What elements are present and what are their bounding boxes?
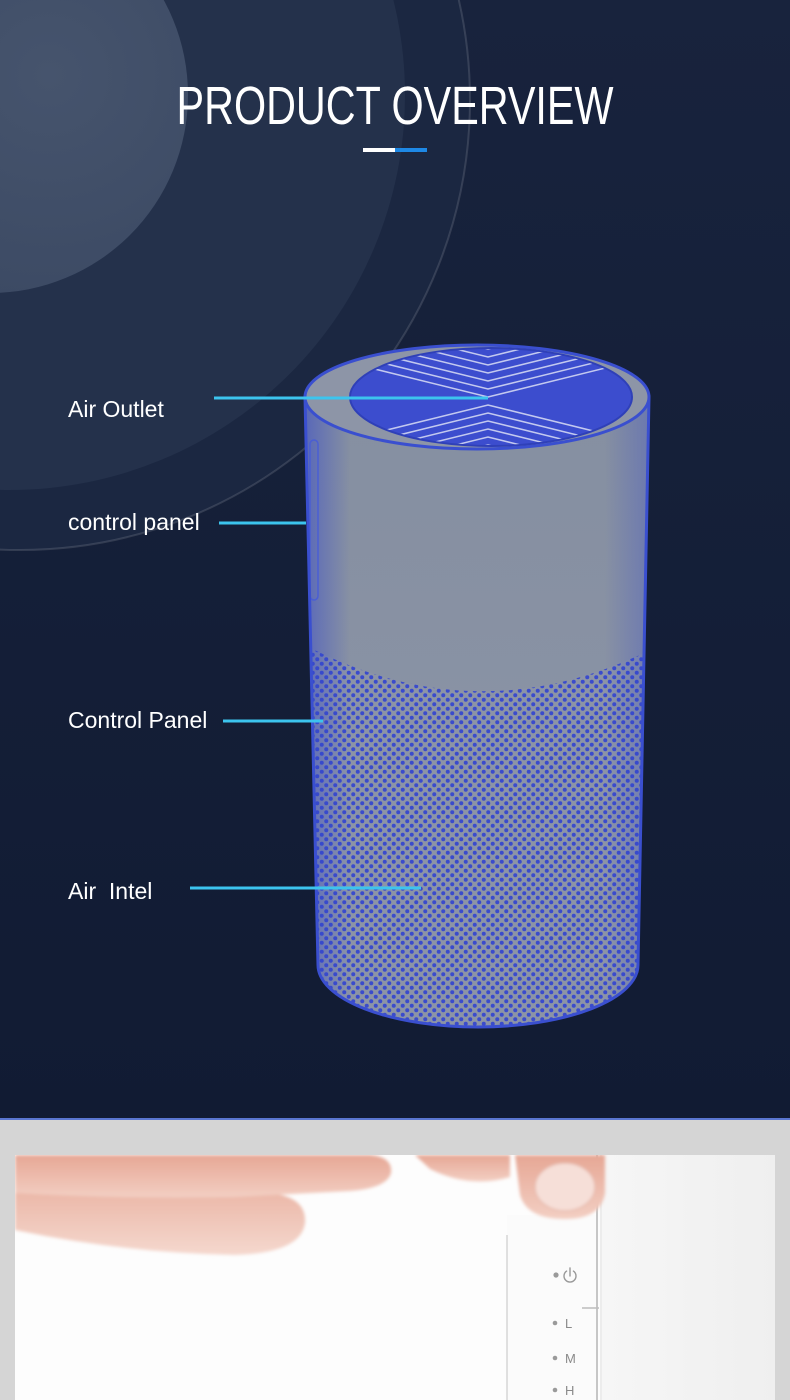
speed-low-label: L — [565, 1316, 572, 1331]
speed-low-indicator-dot — [552, 1320, 558, 1326]
grille-line — [350, 436, 632, 446]
lower-finger — [15, 1185, 306, 1255]
speed-medium-indicator-dot — [552, 1355, 558, 1361]
purifier-body-texture — [305, 397, 649, 1027]
product-overview-section: PRODUCT OVERVIEW Air Outlet control pane… — [0, 0, 790, 1118]
title-underline-blue — [395, 148, 427, 152]
power-indicator-dot — [553, 1272, 559, 1278]
grille-line — [350, 348, 632, 366]
decorative-circle-inner — [0, 0, 188, 293]
grille-line — [350, 348, 632, 374]
grille-line — [350, 420, 632, 446]
callout-label-control-panel: control panel — [68, 509, 200, 535]
title-underline-white — [363, 148, 395, 152]
grille-line — [350, 428, 632, 446]
callout-lines — [190, 396, 488, 890]
power-icon — [563, 1267, 577, 1283]
side-control-strip — [309, 439, 319, 601]
device-side-surface — [600, 1155, 775, 1400]
control-panel-section: L M H — [0, 1118, 790, 1400]
speed-high-label: H — [565, 1383, 574, 1398]
purifier-outline — [303, 395, 651, 1029]
callout-label-control-panel-2: Control Panel — [68, 707, 208, 733]
control-panel-photo: L M H — [15, 1155, 775, 1400]
grille-line — [350, 348, 632, 358]
hand — [15, 1155, 605, 1255]
page-title: PRODUCT OVERVIEW — [176, 76, 614, 136]
air-intake-perforation — [305, 640, 649, 1027]
callout-label-air-outlet: Air Outlet — [68, 396, 164, 422]
section-divider — [0, 1118, 790, 1120]
speed-high-indicator-dot — [552, 1387, 558, 1393]
purifier-diagram-canvas — [0, 0, 790, 1118]
upper-finger — [15, 1155, 392, 1198]
hand-pressing-panel-illustration: L M H — [15, 1155, 775, 1400]
palm-edge — [415, 1155, 510, 1182]
thumb-nail — [534, 1162, 596, 1212]
air-purifier — [303, 343, 651, 1029]
speed-medium-label: M — [565, 1351, 576, 1366]
callout-label-air-intel: Air Intel — [68, 878, 153, 904]
